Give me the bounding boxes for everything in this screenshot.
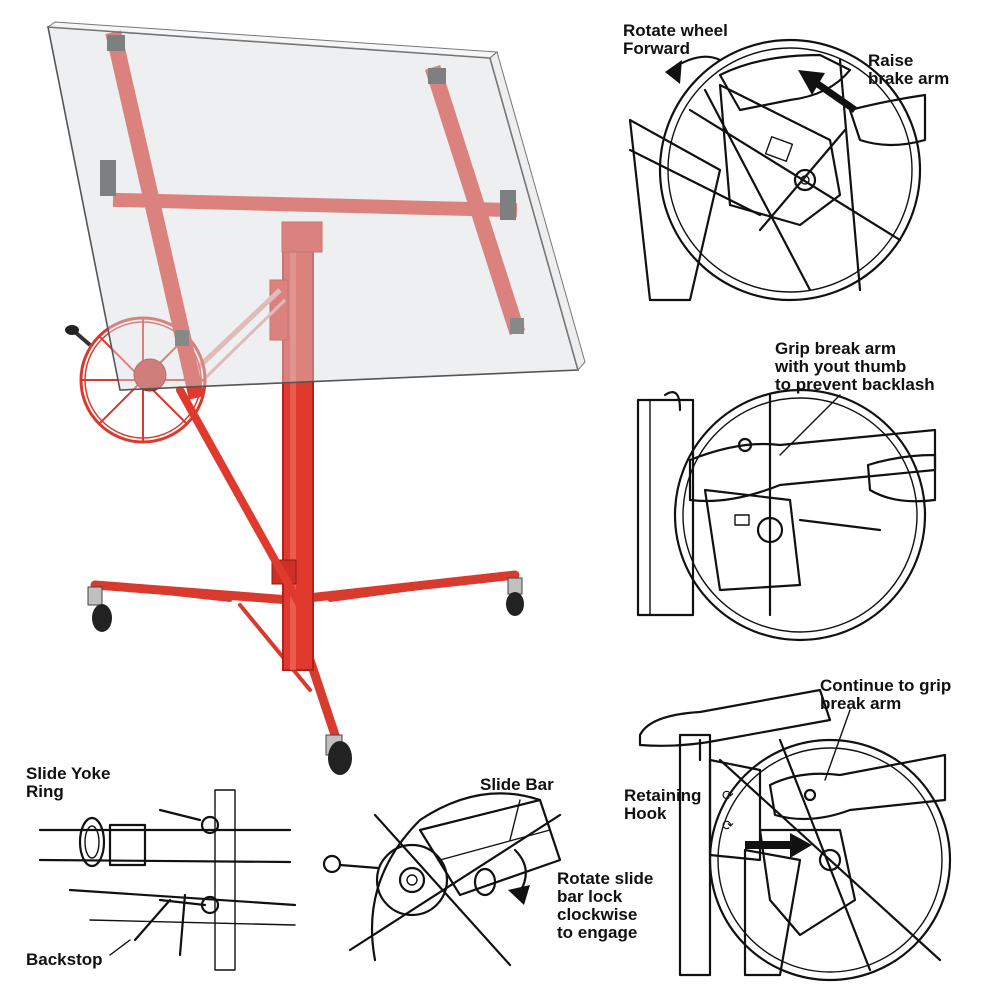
drywall-panel [46, 21, 586, 391]
winch-wheel [65, 316, 207, 444]
label-rotate-slide-bar-lock: Rotate slide bar lock clockwise to engag… [557, 869, 654, 942]
label-grip-break-arm: Grip break arm with yout thumb to preven… [775, 339, 935, 394]
label-retaining-hook: Retaining Hook [624, 786, 702, 823]
svg-text:⟳: ⟳ [722, 818, 734, 834]
label-backstop: Backstop [26, 950, 103, 969]
svg-text:⟳: ⟳ [722, 788, 734, 804]
label-slide-bar: Slide Bar [480, 775, 554, 794]
label-rotate-wheel: Rotate wheel Forward [623, 21, 728, 58]
label-slide-yoke-ring: Slide Yoke Ring [26, 764, 111, 801]
panel-cradle [100, 30, 526, 400]
label-raise-brake-arm: Raise brake arm [868, 51, 950, 88]
caster-wheels [87, 577, 524, 775]
label-continue-to-grip: Continue to grip break arm [820, 676, 952, 713]
